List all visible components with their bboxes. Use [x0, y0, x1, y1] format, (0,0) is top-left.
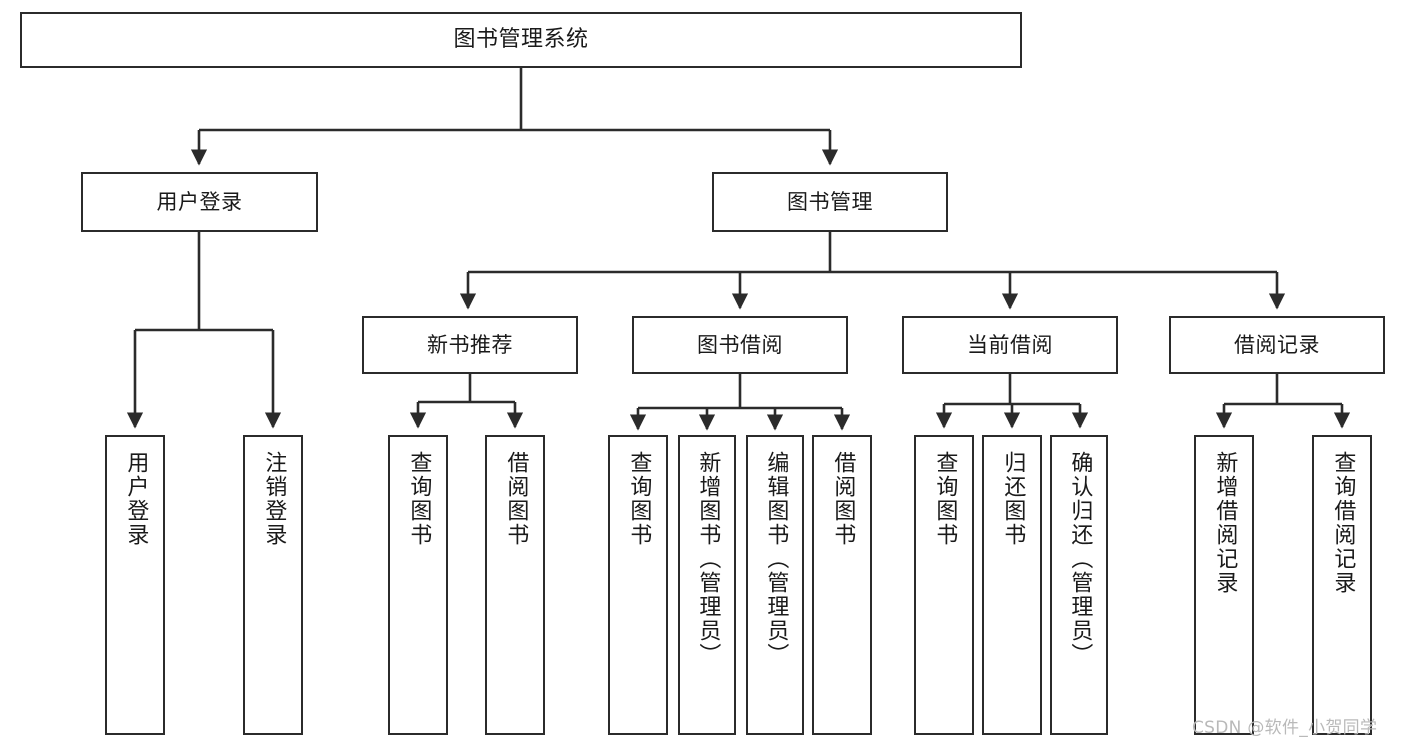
leaf-new-book-borrow[interactable]: 借阅图书 [485, 435, 545, 735]
node-label: 借阅记录 [1234, 332, 1320, 357]
node-book-borrow[interactable]: 图书借阅 [632, 316, 848, 374]
leaf-borrow-borrow-book[interactable]: 借阅图书 [812, 435, 872, 735]
leaf-borrow-query-book[interactable]: 查询图书 [608, 435, 668, 735]
leaf-new-book-query[interactable]: 查询图书 [388, 435, 448, 735]
leaf-borrow-edit-book-admin[interactable]: 编辑图书（管理员） [746, 435, 804, 735]
node-user-login[interactable]: 用户登录 [81, 172, 318, 232]
node-label: 查询图书 [626, 451, 652, 547]
node-label: 当前借阅 [967, 332, 1053, 357]
node-book-management[interactable]: 图书管理 [712, 172, 948, 232]
node-root-system[interactable]: 图书管理系统 [20, 12, 1022, 68]
leaf-records-add-record[interactable]: 新增借阅记录 [1194, 435, 1254, 735]
leaf-current-return-book[interactable]: 归还图书 [982, 435, 1042, 735]
node-label: 查询借阅记录 [1330, 451, 1356, 595]
node-label: 图书借阅 [697, 332, 783, 357]
node-label: 用户登录 [156, 189, 243, 214]
node-label: 注销登录 [261, 451, 287, 547]
node-label: 借阅图书 [503, 451, 529, 547]
node-label: 图书管理系统 [453, 27, 589, 53]
leaf-current-confirm-return-admin[interactable]: 确认归还（管理员） [1050, 435, 1108, 735]
node-label: 编辑图书（管理员） [763, 451, 789, 667]
node-borrow-records[interactable]: 借阅记录 [1169, 316, 1385, 374]
node-label: 新增借阅记录 [1212, 451, 1238, 595]
node-label: 查询图书 [406, 451, 432, 547]
node-label: 新书推荐 [427, 332, 513, 357]
leaf-user-login-logout[interactable]: 注销登录 [243, 435, 303, 735]
node-label: 借阅图书 [830, 451, 856, 547]
leaf-current-query-book[interactable]: 查询图书 [914, 435, 974, 735]
node-label: 用户登录 [123, 451, 149, 547]
leaf-user-login-login[interactable]: 用户登录 [105, 435, 165, 735]
node-label: 图书管理 [787, 189, 873, 214]
leaf-records-query-record[interactable]: 查询借阅记录 [1312, 435, 1372, 735]
node-current-borrow[interactable]: 当前借阅 [902, 316, 1118, 374]
node-label: 归还图书 [1000, 451, 1026, 547]
node-label: 确认归还（管理员） [1067, 451, 1093, 667]
leaf-borrow-add-book-admin[interactable]: 新增图书（管理员） [678, 435, 736, 735]
node-label: 新增图书（管理员） [695, 451, 721, 667]
node-label: 查询图书 [932, 451, 958, 547]
watermark-text: CSDN @软件_小贺同学 [1192, 718, 1378, 738]
node-new-book-recommend[interactable]: 新书推荐 [362, 316, 578, 374]
